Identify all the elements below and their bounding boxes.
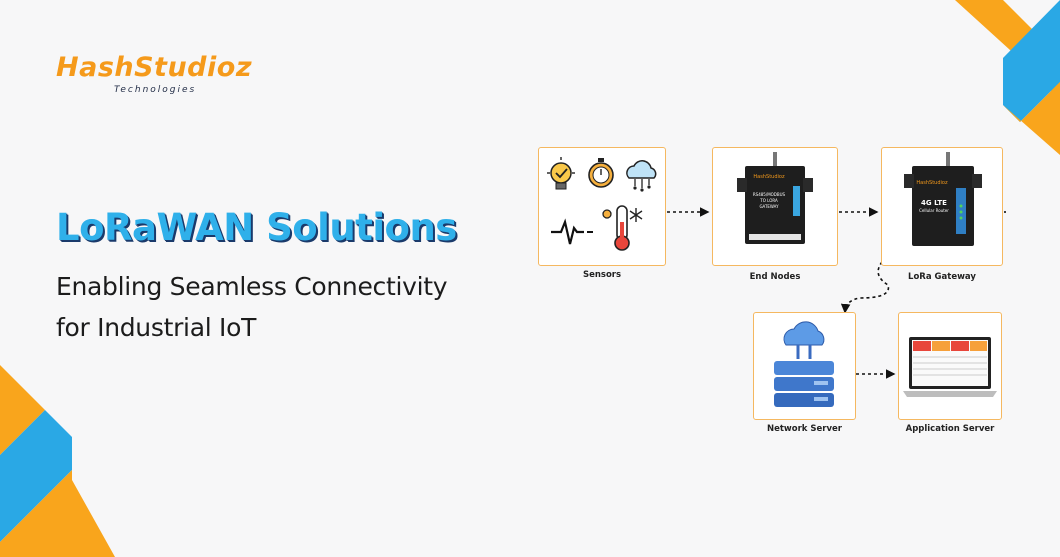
thermometer-icon [602,205,643,251]
bottom-left-orange-chevron-top [0,365,45,455]
svg-text:TO LORA: TO LORA [759,198,778,203]
sensors-illustration [547,157,657,251]
stopwatch-icon [588,158,614,188]
svg-text:GATEWAY: GATEWAY [759,204,779,209]
company-logo: HashStudioz Technologies [56,52,256,102]
sensors-label: Sensors [582,270,622,280]
bottom-left-blue-chevron [0,410,72,542]
sensors-box [538,147,666,266]
svg-text:HashStudioz: HashStudioz [916,180,948,186]
logo-wordmark: HashStudioz [56,52,252,83]
logo-studio-text: Studioz [134,52,253,83]
network-server-box [753,312,856,420]
svg-text:4G LTE: 4G LTE [921,199,947,207]
end-node-device: HashStudioz RS485/MODBUS TO LORA GATEWAY [737,152,813,244]
svg-text:RS485/MODBUS: RS485/MODBUS [753,192,786,197]
top-right-orange-chevron [1003,82,1060,155]
network-server-illustration [774,321,834,407]
page-title: LoRaWAN Solutions [56,206,457,249]
gateway-device: HashStudioz 4G LTE Cellular Router [904,152,982,246]
subtitle-line-2: for Industrial IoT [56,313,257,342]
end-nodes-box: HashStudioz RS485/MODBUS TO LORA GATEWAY [712,147,838,266]
lora-gateway-label: LoRa Gateway [908,272,976,282]
pulse-icon [551,218,593,245]
svg-text:HashStudioz: HashStudioz [753,174,785,180]
end-nodes-label: End Nodes [749,272,801,282]
bulb-icon [547,157,575,190]
top-right-blue-chevron [1003,0,1060,122]
subtitle-line-1: Enabling Seamless Connectivity [56,272,448,301]
lora-gateway-box: HashStudioz 4G LTE Cellular Router [881,147,1003,266]
logo-hash-text: Hash [56,52,135,83]
arrow-gateway-to-network-server [840,261,890,314]
bottom-left-orange-chevron-bottom [0,470,115,557]
network-server-label: Network Server [766,424,842,434]
logo-tagline: Technologies [114,85,197,95]
application-server-box [898,312,1002,420]
cloud-icon [626,160,657,192]
application-server-laptop [903,337,997,397]
application-server-label: Application Server [905,424,995,434]
svg-text:Cellular Router: Cellular Router [919,208,949,213]
